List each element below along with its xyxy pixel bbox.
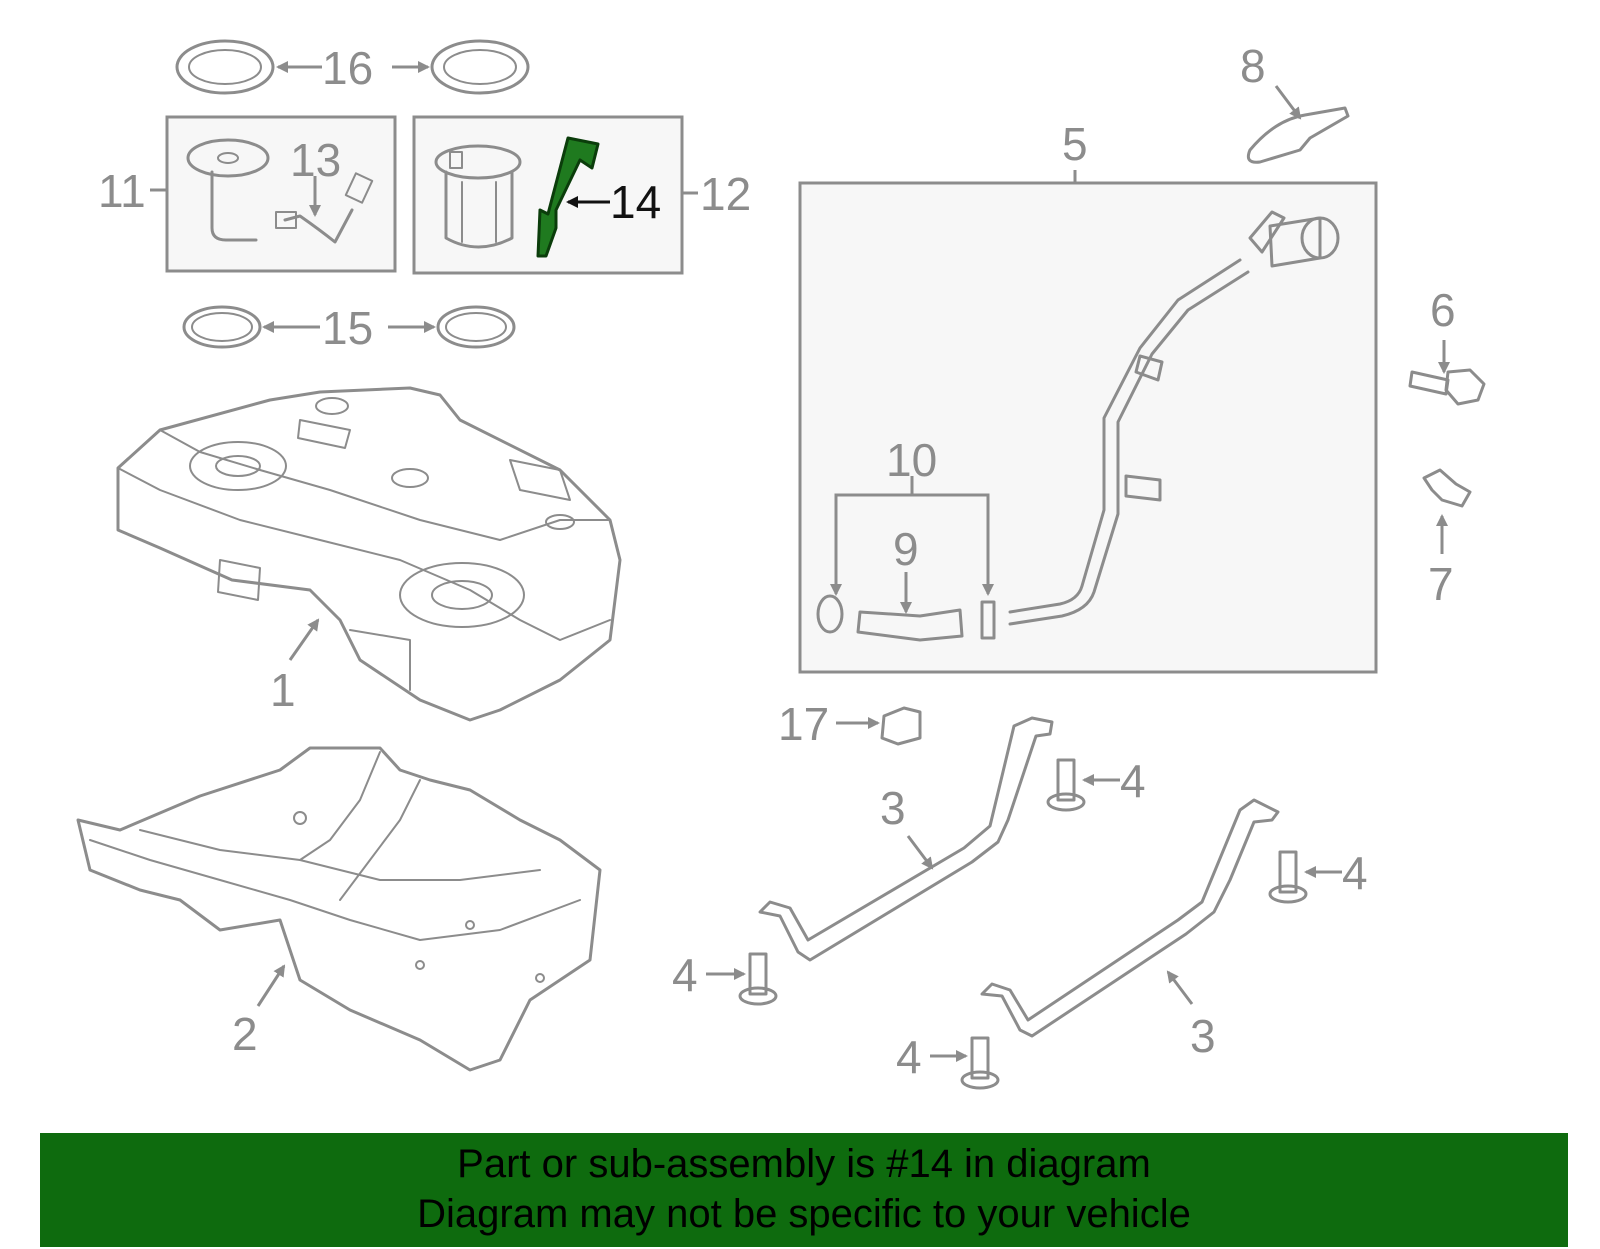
tank-strap-upper (758, 716, 1054, 962)
callout-3-upper: 3 (880, 782, 906, 834)
callout-12: 12 (700, 168, 751, 220)
seal-left (182, 305, 262, 349)
stud-1 (1046, 758, 1086, 812)
banner-line-1: Part or sub-assembly is #14 in diagram (457, 1142, 1151, 1186)
callout-3-lower: 3 (1190, 1010, 1216, 1062)
callout-4-1: 4 (1120, 755, 1146, 807)
callout-15: 15 (322, 302, 373, 354)
callout-8: 8 (1240, 40, 1266, 92)
leader-8 (1274, 85, 1302, 120)
callout-1: 1 (270, 664, 296, 716)
tank-strap-lower (980, 798, 1280, 1038)
filler-pipe-box (798, 181, 1378, 674)
fuel-pump-module (434, 144, 522, 249)
callout-16: 16 (322, 42, 373, 94)
retaining-clip (1422, 468, 1472, 508)
seal-right (436, 305, 516, 349)
callout-11: 11 (98, 165, 146, 217)
stud-3 (738, 952, 778, 1006)
hose-clamp (816, 594, 844, 634)
callout-13: 13 (290, 134, 341, 186)
filler-door-bracket (1246, 106, 1350, 164)
hose-clamp-right (980, 600, 996, 640)
callout-4-3: 4 (672, 949, 698, 1001)
callout-7: 7 (1428, 558, 1454, 610)
fuel-tank (116, 386, 622, 722)
heat-shield (76, 746, 602, 1072)
callout-4-4: 4 (896, 1031, 922, 1083)
connector-bracket (880, 706, 922, 746)
callout-4-2: 4 (1342, 847, 1368, 899)
callout-6: 6 (1430, 284, 1456, 336)
stud-2 (1268, 850, 1308, 904)
callout-17: 17 (778, 698, 829, 750)
leader-3-lower (1166, 970, 1194, 1005)
callout-9: 9 (893, 523, 919, 575)
connecting-hose (856, 608, 964, 642)
callout-2: 2 (232, 1008, 258, 1060)
fuel-level-sender (186, 138, 270, 242)
callout-10: 10 (886, 434, 937, 486)
leader-3-upper (906, 835, 934, 870)
sender-wiring-harness (275, 172, 374, 244)
leader-2 (256, 964, 286, 1007)
lock-ring-right (430, 39, 530, 95)
part-14-highlighted (536, 136, 600, 258)
lock-ring-left (175, 39, 275, 95)
callout-5: 5 (1062, 118, 1088, 170)
banner-line-2: Diagram may not be specific to your vehi… (417, 1192, 1191, 1236)
stud-4 (960, 1036, 1000, 1090)
info-banner: Part or sub-assembly is #14 in diagram D… (40, 1133, 1568, 1247)
sender-kit-box (165, 115, 397, 273)
bolt (1408, 368, 1486, 406)
filler-pipe (1008, 210, 1340, 626)
callout-14: 14 (610, 176, 661, 228)
leader-1 (288, 618, 320, 661)
